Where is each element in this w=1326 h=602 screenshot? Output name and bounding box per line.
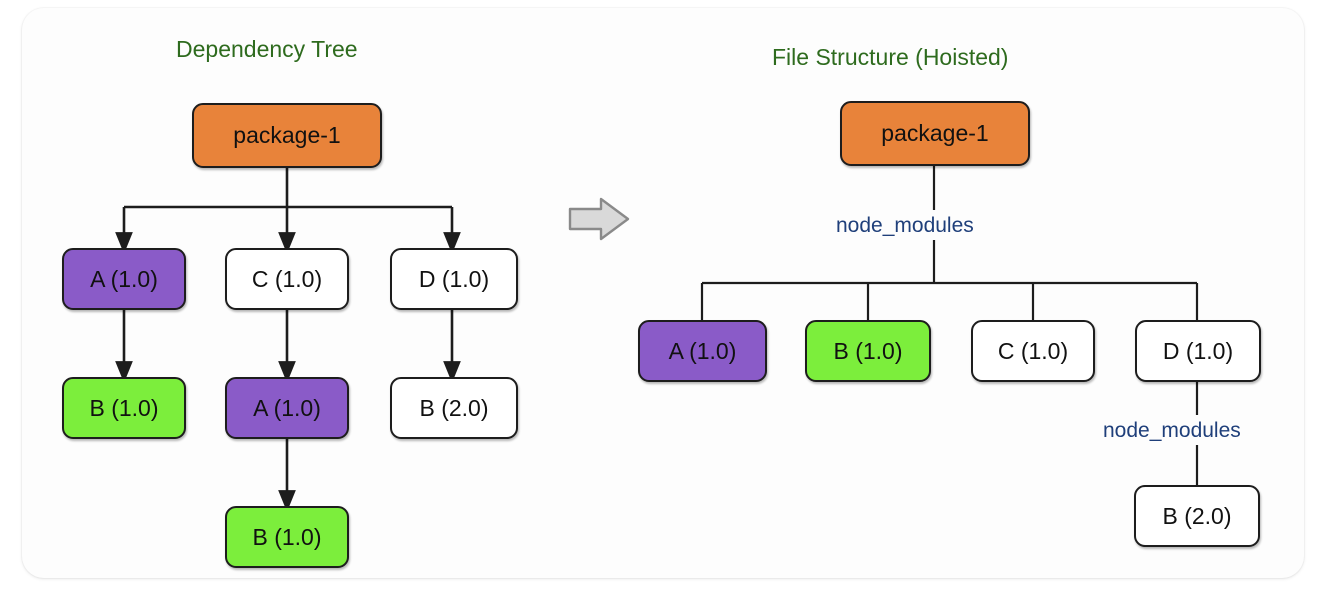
node-modules-label-top: node_modules [836,214,974,237]
right-block-arrow-icon [568,197,630,241]
left-tree-connectors [115,168,461,512]
right-node-b-1-0[interactable]: B (1.0) [805,320,931,382]
left-node-b-1-0-deep[interactable]: B (1.0) [225,506,349,568]
right-panel-title: File Structure (Hoisted) [772,44,1009,70]
right-node-package-1[interactable]: package-1 [840,101,1030,166]
node-modules-label-nested: node_modules [1103,419,1241,442]
left-node-d-1-0[interactable]: D (1.0) [390,248,518,310]
left-node-c-1-0[interactable]: C (1.0) [225,248,349,310]
right-node-c-1-0[interactable]: C (1.0) [971,320,1095,382]
right-tree-connectors [700,166,1199,485]
right-node-a-1-0[interactable]: A (1.0) [638,320,767,382]
left-node-a-1-0-under-c[interactable]: A (1.0) [225,377,349,439]
left-panel-title: Dependency Tree [176,36,358,62]
left-node-b-1-0-under-a[interactable]: B (1.0) [62,377,186,439]
left-node-package-1[interactable]: package-1 [192,103,382,168]
right-node-d-1-0[interactable]: D (1.0) [1135,320,1261,382]
right-node-b-2-0[interactable]: B (2.0) [1134,485,1260,547]
left-node-b-2-0-under-d[interactable]: B (2.0) [390,377,518,439]
left-node-a-1-0[interactable]: A (1.0) [62,248,186,310]
